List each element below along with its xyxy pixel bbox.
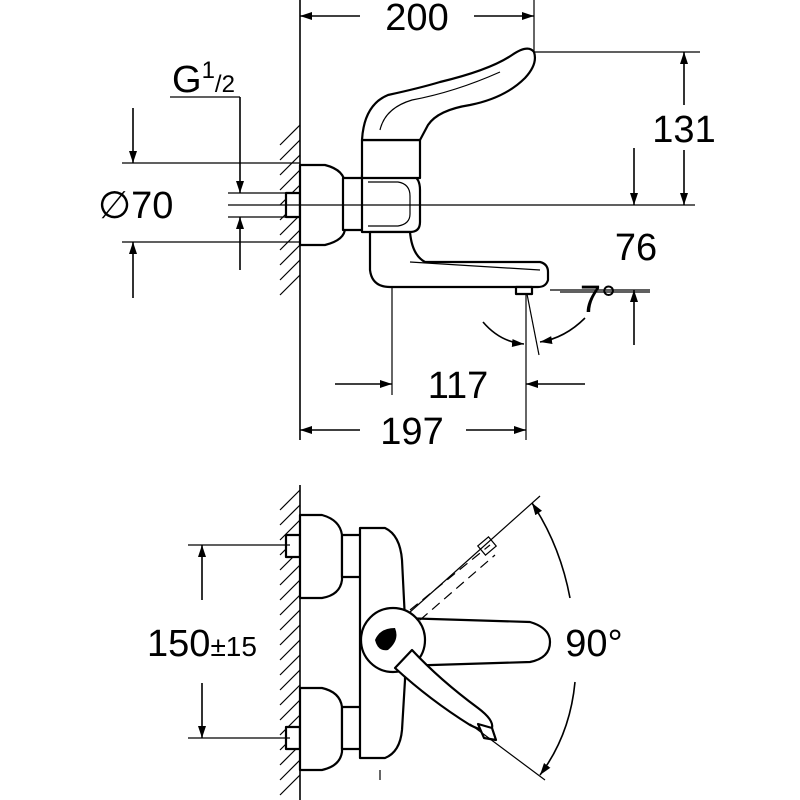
faucet-top-body	[284, 513, 552, 780]
dim-150: 150±15	[147, 544, 290, 739]
wall-hatching-top	[279, 0, 301, 440]
brand-logo-icon	[375, 628, 397, 651]
centers-tolerance: ±15	[210, 631, 257, 662]
dim-centers-label: 150±15	[147, 623, 257, 665]
dim-thread-label: G1/2	[172, 57, 235, 101]
dim-angle-label: 7°	[580, 279, 616, 321]
top-view: 150±15 90°	[147, 485, 623, 800]
dim-197: 197	[300, 400, 527, 453]
dim-spout-height-label: 76	[615, 227, 657, 269]
dim-117: 117	[335, 287, 585, 407]
thread-sup: 1	[202, 57, 215, 84]
wall-hatching-bottom	[279, 485, 301, 800]
diameter-value: 70	[131, 185, 173, 227]
dim-angle: 7°	[482, 279, 650, 400]
dim-76: 76	[550, 148, 657, 345]
dim-width-top-label: 200	[385, 0, 448, 39]
dim-200: 200	[300, 0, 535, 52]
centers-value: 150	[147, 623, 210, 665]
dim-swing-angle-label: 90°	[565, 623, 622, 665]
dim-height-right-label: 131	[652, 109, 715, 151]
dim-diameter: ∅70	[98, 108, 300, 298]
dim-131: 131	[534, 51, 716, 205]
dim-spout-reach-label: 117	[428, 365, 489, 407]
dim-90: 90°	[409, 495, 623, 781]
thread-sub: /2	[215, 71, 235, 98]
diameter-symbol: ∅	[98, 185, 131, 227]
dim-total-reach-label: 197	[380, 411, 443, 453]
side-view: 200 131 76 G1/2	[98, 0, 716, 453]
thread-main: G	[172, 59, 202, 101]
dim-diameter-label: ∅70	[98, 185, 173, 227]
faucet-side-body	[284, 47, 550, 296]
dim-thread: G1/2	[170, 57, 290, 270]
